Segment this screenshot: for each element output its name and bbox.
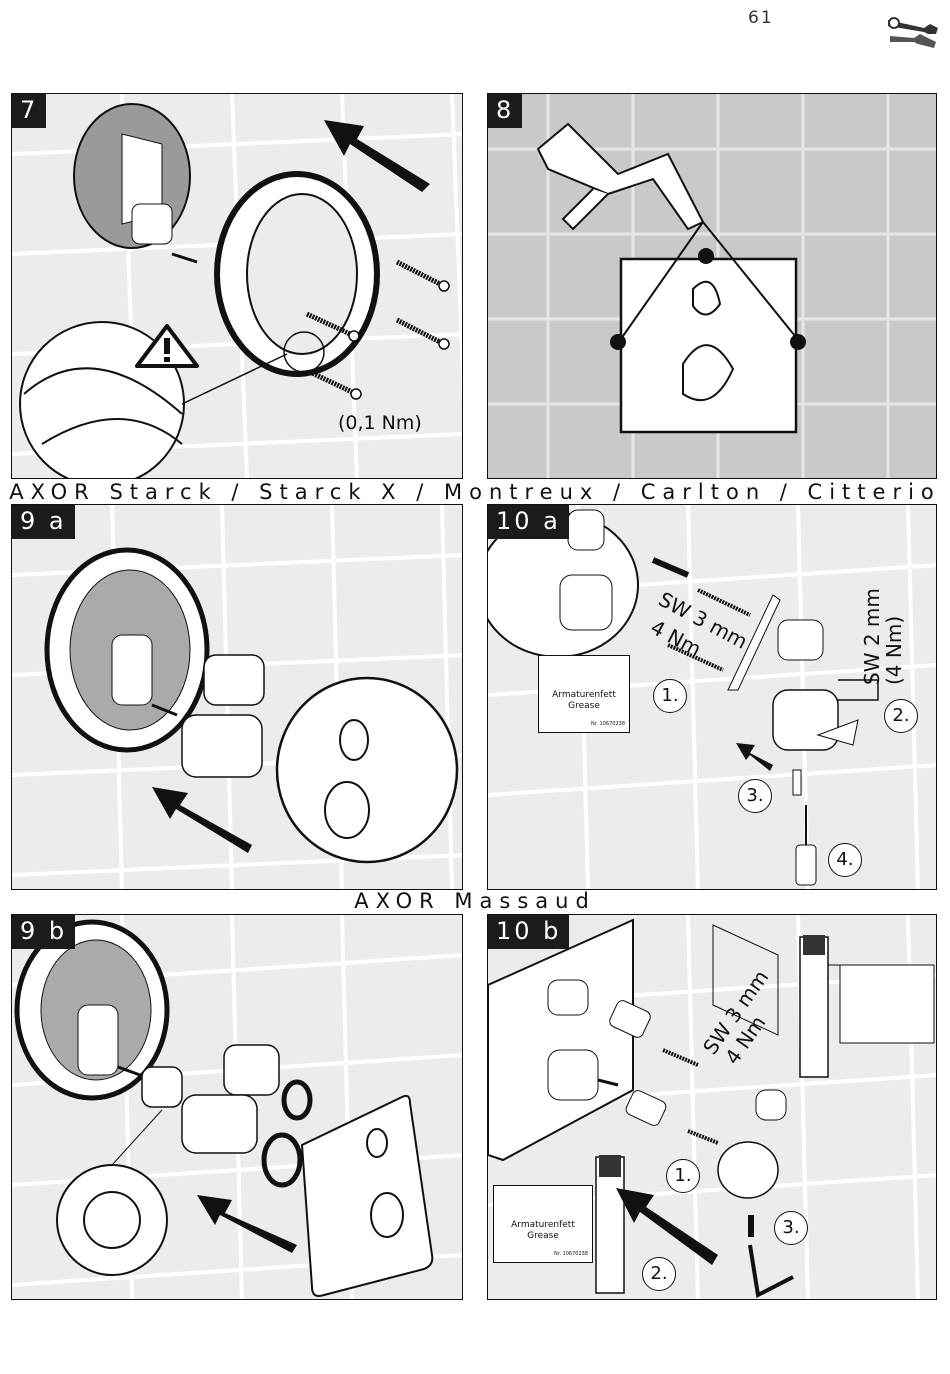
step-number: 8 — [488, 94, 522, 128]
step-marker-1: 1. — [666, 1159, 700, 1193]
series-caption-massaud: AXOR Massaud — [0, 889, 950, 913]
step-number: 10 a — [488, 505, 569, 539]
panel-step-7: 7 (0,1 Nm) — [11, 93, 463, 479]
series-caption-starck: AXOR Starck / Starck X / Montreux / Carl… — [0, 480, 950, 504]
step-9a-illustration — [12, 505, 463, 890]
wrench-screwdriver-icon — [884, 6, 942, 50]
step-8-illustration — [488, 94, 937, 479]
step-marker-4: 4. — [828, 843, 862, 877]
step-marker-1: 1. — [653, 679, 687, 713]
panel-step-8: 8 — [487, 93, 937, 479]
torque-label: (0,1 Nm) — [338, 412, 422, 434]
step-9b-illustration — [12, 915, 463, 1300]
hex-key-size-label-2: SW 2 mm — [860, 588, 884, 685]
step-number: 10 b — [488, 915, 569, 949]
step-number: 9 b — [12, 915, 75, 949]
grease-label-line1: Armaturenfett — [494, 1220, 592, 1231]
grease-label-line2: Grease — [539, 701, 629, 712]
grease-tube-label: Armaturenfett Grease Nr. 10670238 — [538, 655, 630, 733]
panel-step-9b: 9 b — [11, 914, 463, 1300]
step-marker-3: 3. — [738, 779, 772, 813]
page-number: 61 — [748, 8, 774, 28]
grease-label-line2: Grease — [494, 1231, 592, 1242]
grease-code: Nr. 10670238 — [591, 719, 625, 730]
step-number: 9 a — [12, 505, 75, 539]
panel-step-10a: 10 a SW 3 mm 4 Nm SW 2 mm (4 Nm) Armatur… — [487, 504, 937, 890]
panel-step-10b: 10 b SW 3 mm 4 Nm Armaturenfett Grease N… — [487, 914, 937, 1300]
grease-tube-label: Armaturenfett Grease Nr. 10670238 — [493, 1185, 593, 1263]
panel-step-9a: 9 a — [11, 504, 463, 890]
grease-label-line1: Armaturenfett — [539, 690, 629, 701]
step-number: 7 — [12, 94, 46, 128]
grease-code: Nr. 10670238 — [554, 1249, 588, 1260]
step-marker-2: 2. — [642, 1257, 676, 1291]
step-marker-3: 3. — [774, 1211, 808, 1245]
step-marker-2: 2. — [884, 699, 918, 733]
torque-label-2: (4 Nm) — [882, 616, 906, 685]
